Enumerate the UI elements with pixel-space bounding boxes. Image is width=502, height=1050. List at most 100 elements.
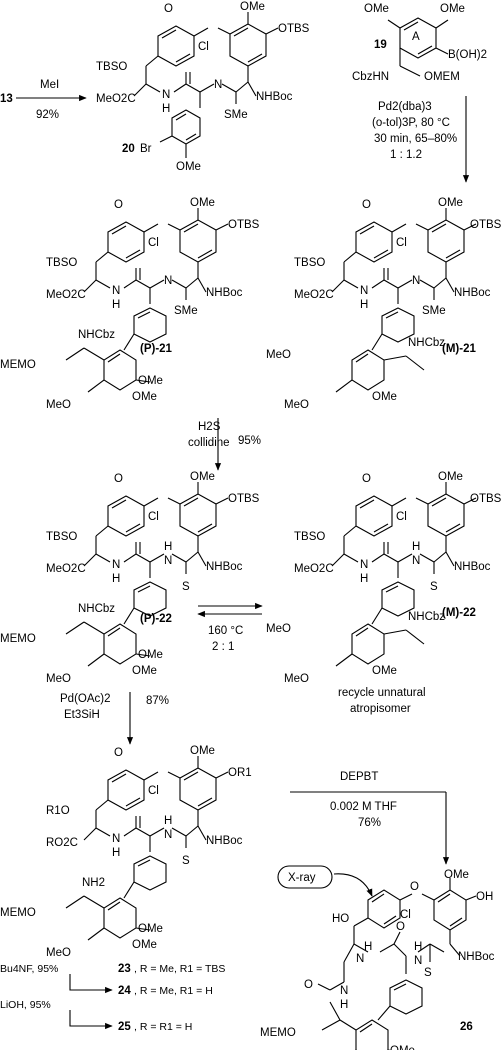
step2-arrow: Pd2(dba)3 (o-tol)3P, 80 °C 30 min, 65–80… [372,96,470,183]
methoxy-label: OMe [138,923,163,935]
nhboc-label: NHBoc [454,287,491,299]
ether-oxygen: O [114,747,123,759]
thione-s: S [424,967,432,979]
methoxy-label: OMe [372,665,397,677]
amide-h: H [162,103,170,115]
recycle-note-line2: atropisomer [350,703,411,715]
tbso-label: TBSO [46,531,77,543]
deprotection-ladder: Bu4NF, 95% 23 , R = Me, R1 = TBS LiOH, 9… [0,963,225,1033]
nhcbz-label: NHCbz [408,611,445,623]
nhcbz-label: NHCbz [78,603,115,615]
otbs-label: OTBS [228,493,260,505]
amide-h: H [112,299,120,311]
memo-label: MEMO [0,907,36,919]
tbso-label: TBSO [294,257,325,269]
ring-a-label: A [412,31,420,43]
methoxy-label: MeO [46,673,71,685]
compound-23-label: 23 [118,963,131,975]
compound-P22-label: (P)-22 [140,613,172,625]
sme-label: SMe [224,109,248,121]
methoxy-label: MeO [46,399,71,411]
step2-line2: (o-tol)3P, 80 °C [372,117,450,129]
thioamide-h: H [164,541,172,553]
carbonyl-oxygen: O [304,979,313,991]
amide-n: N [340,985,348,997]
compound-M21-label: (M)-21 [442,343,476,355]
compound-24-label: 24 [118,985,131,997]
compound-20-label: 20 [122,143,135,155]
methoxy-label: OMe [138,649,163,661]
methoxy-label: OMe [132,665,157,677]
nhboc-label: NHBoc [206,835,243,847]
amide-n: N [112,833,120,845]
ether-oxygen: O [362,199,371,211]
step4-arrow: Pd(OAc)2 Et3SiH 87% [60,692,169,745]
memo-label: MEMO [0,633,36,645]
amine-label: NH2 [82,877,105,889]
nhboc-label: NHBoc [256,91,293,103]
equilibrium-ratio: 2 : 1 [212,641,234,653]
hydroxyl-label: HO [332,913,349,925]
xray-label: X-ray [288,872,316,884]
equilibrium-temp: 160 °C [208,625,243,637]
step5-conditions: 0.002 M THF [330,801,397,813]
memo-label: MEMO [260,1027,296,1039]
compound-13-label: 13 [0,93,13,105]
thione-s: S [430,581,438,593]
amide-h: H [340,999,348,1011]
methoxy-label: OMe [190,471,215,483]
compound-M22-label: (M)-22 [442,607,476,619]
methoxy-label: OMe [240,1,265,13]
amide-n: N [356,953,364,965]
memo-label: MEMO [0,359,36,371]
carbonyl-oxygen: O [396,921,405,933]
step3-reagent2: collidine [188,437,230,449]
chloro-label: Cl [148,511,159,523]
ester-label: MeO2C [294,563,334,575]
ether-oxygen: O [410,881,419,893]
compound-26: OMe OH O Cl HO N H H N NHBoc S O N H O M… [260,869,495,1050]
amide-n: N [162,89,170,101]
sme-label: SMe [174,305,198,317]
methoxy-label: OMe [438,471,463,483]
methoxy-label: OMe [364,3,389,15]
compound-23-desc: , R = Me, R1 = TBS [134,963,225,975]
nhboc-label: NHBoc [206,561,243,573]
methoxy-label: MeO [266,349,291,361]
methoxy-label: OMe [190,745,215,757]
ether-oxygen: O [114,473,123,485]
tbso-label: TBSO [46,257,77,269]
cbz-amine-label: CbzHN [352,71,389,83]
methoxy-label: OMe [132,391,157,403]
deprotection-reagent-2: LiOH, 95% [0,999,51,1011]
ether-oxygen: O [164,3,173,15]
compound-25-desc: , R = R1 = H [134,1021,192,1033]
thione-s: S [182,855,190,867]
compound-M21: O OMe OTBS Cl TBSO MeO2C N H N NHBoc SMe… [266,197,502,411]
step5-yield: 76% [358,817,381,829]
r1o-label: R1O [46,805,70,817]
nhcbz-label: NHCbz [78,329,115,341]
compound-23-25: O OMe OR1 Cl R1O RO2C N H H N NHBoc S NH… [0,745,252,959]
imine-n: N [214,79,222,91]
step1-yield: 92% [36,109,59,121]
nhboc-label: NHBoc [206,287,243,299]
thioamide-n: N [164,829,172,841]
step1-reagent: MeI [40,79,59,91]
nhboc-label: NHBoc [454,561,491,573]
step5-reagent: DEPBT [340,771,378,783]
thioamide-h: H [164,815,172,827]
methoxy-label: OMe [176,161,201,173]
step3-reagent1: H2S [198,421,221,433]
amide-h: H [360,299,368,311]
recycle-note-line1: recycle unnatural [338,687,426,699]
compound-20: O OMe OTBS Cl TBSO MeO2C N H N NHBoc SMe… [96,1,310,173]
step1-arrow: 13 MeI 92% [0,79,87,121]
otbs-label: OTBS [470,493,502,505]
ester-label: MeO2C [96,93,136,105]
compound-19: OMe OMe A B(OH)2 19 CbzHN OMEM [352,3,487,83]
nhboc-label: NHBoc [458,951,495,963]
step2-line1: Pd2(dba)3 [378,101,432,113]
thioamide-n: N [164,555,172,567]
